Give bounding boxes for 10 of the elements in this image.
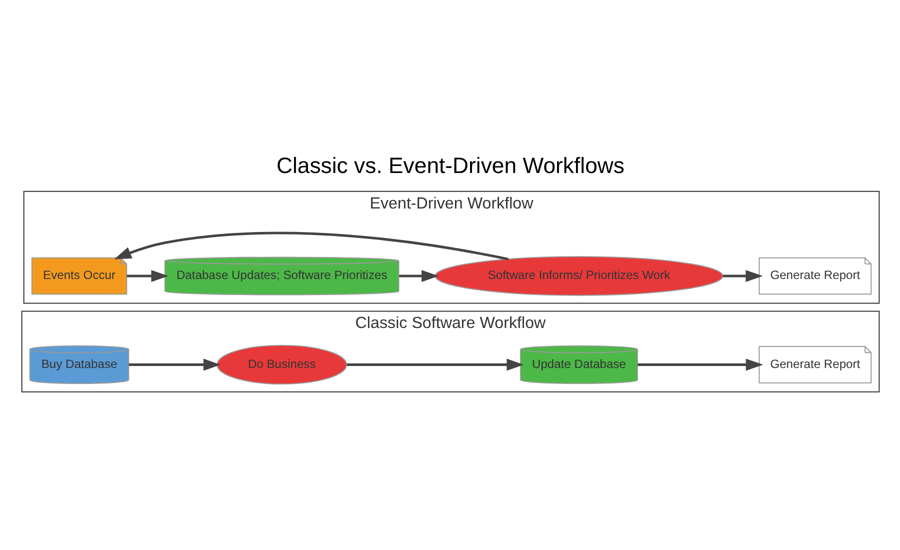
arrow [126, 270, 168, 282]
node-ellipse: Do Business [216, 344, 347, 384]
arrow [398, 270, 438, 282]
arrow [114, 231, 508, 260]
arrow [128, 358, 220, 370]
arrow [637, 358, 763, 370]
arrow [722, 270, 762, 282]
diagram-title: Classic vs. Event-Driven Workflows [276, 152, 624, 178]
node-ellipse: Software Informs/ Prioritizes Work [434, 256, 723, 296]
arrow [346, 358, 524, 370]
